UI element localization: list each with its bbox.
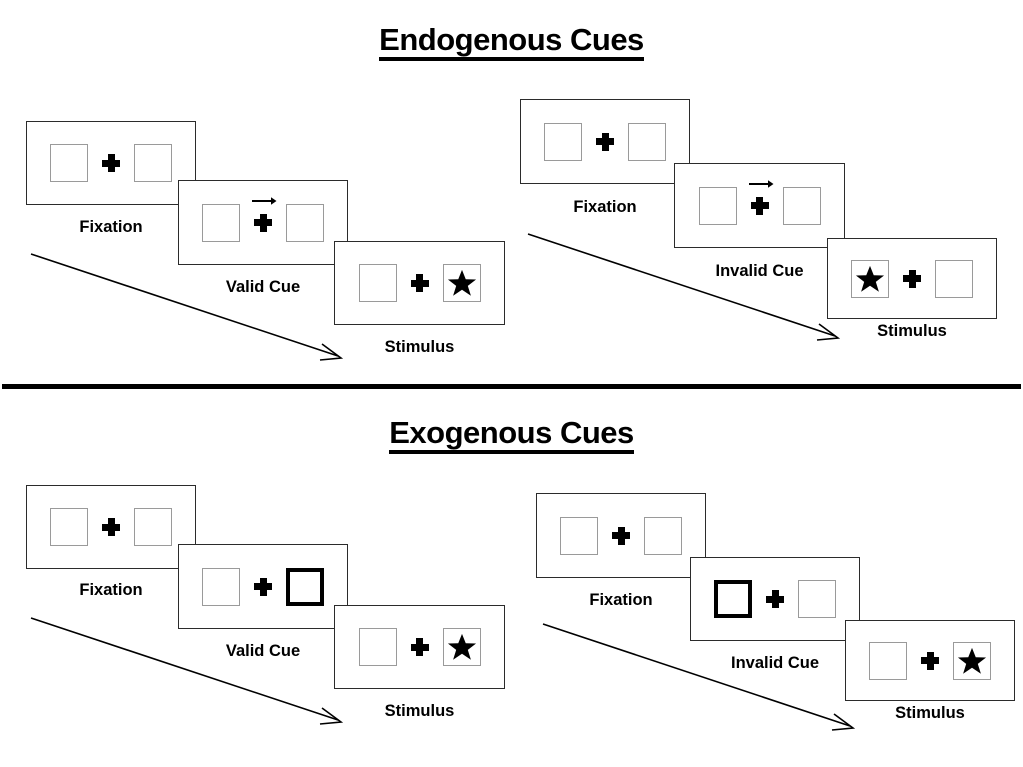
right-box [442,264,481,302]
caption-exo-invalid-cue: Invalid Cue [730,654,820,672]
panel-exo-invalid-fixation [536,493,706,578]
star-icon [855,264,885,294]
caption-endo-invalid-stimulus: Stimulus [877,322,947,340]
section-title-endogenous-text: Endogenous Cues [379,24,644,61]
fixation-cross-icon [595,132,615,152]
caption-endo-valid-stimulus: Stimulus [384,338,455,356]
cue-arrow-right-icon [748,178,774,190]
right-box [134,144,172,182]
left-box [869,641,907,680]
right-box [798,580,836,618]
left-box [698,186,737,225]
panel-endo-invalid-stimulus [827,238,997,319]
fixation-cross-icon [765,589,785,609]
right-box [134,508,172,546]
left-box [50,508,88,546]
panel-endo-valid-stimulus [334,241,505,325]
fixation-cross-icon [101,153,121,173]
fixation-cross-icon [410,637,430,657]
section-divider [2,384,1021,389]
left-box-cued [714,580,752,618]
section-title-exogenous-text: Exogenous Cues [389,417,634,454]
left-box [358,628,397,666]
fixation-cross-icon [253,577,273,597]
star-icon [447,268,477,298]
left-box [50,144,88,182]
section-title-endogenous: Endogenous Cues [0,24,1023,61]
panel-exo-valid-fixation [26,485,196,569]
panel-exo-invalid-stimulus [845,620,1015,701]
flow-arrow-endo-valid [26,248,356,368]
caption-exo-valid-fixation: Fixation [79,581,143,599]
caption-exo-valid-stimulus: Stimulus [384,702,455,720]
flow-arrow-exo-valid [26,612,356,732]
panel-endo-valid-fixation [26,121,196,205]
caption-exo-invalid-fixation: Fixation [589,591,653,609]
left-box [560,516,598,555]
panel-endo-valid-cue [178,180,348,265]
left-box [358,264,397,302]
fixation-cross-icon [101,517,121,537]
left-box [202,203,240,242]
star-icon [447,632,477,662]
fixation-cross-icon [748,179,773,216]
fixation-cross-icon [410,273,430,293]
panel-endo-invalid-fixation [520,99,690,184]
caption-exo-valid-cue: Valid Cue [225,642,301,660]
caption-endo-invalid-fixation: Fixation [573,198,637,216]
panel-exo-invalid-cue [690,557,860,641]
cue-arrow-right-icon [251,195,277,207]
left-box [202,567,240,606]
right-box [782,186,821,225]
right-box [442,628,481,666]
right-box [286,203,324,242]
panel-endo-invalid-cue [674,163,845,248]
caption-endo-valid-cue: Valid Cue [225,278,301,296]
caption-exo-invalid-stimulus: Stimulus [895,704,965,722]
right-box [953,641,991,680]
fixation-cross-icon [902,269,922,289]
fixation-cross-icon [252,196,277,233]
right-box [628,122,666,161]
section-title-exogenous: Exogenous Cues [0,417,1023,454]
right-box [935,259,973,298]
left-box [544,122,582,161]
right-box [644,516,682,555]
caption-endo-invalid-cue: Invalid Cue [715,262,804,280]
panel-exo-valid-stimulus [334,605,505,689]
fixation-cross-icon [611,526,631,546]
fixation-cross-icon [920,651,940,671]
right-box-cued [286,567,324,606]
panel-exo-valid-cue [178,544,348,629]
star-icon [957,646,987,676]
left-box [851,259,889,298]
caption-endo-valid-fixation: Fixation [79,218,143,236]
